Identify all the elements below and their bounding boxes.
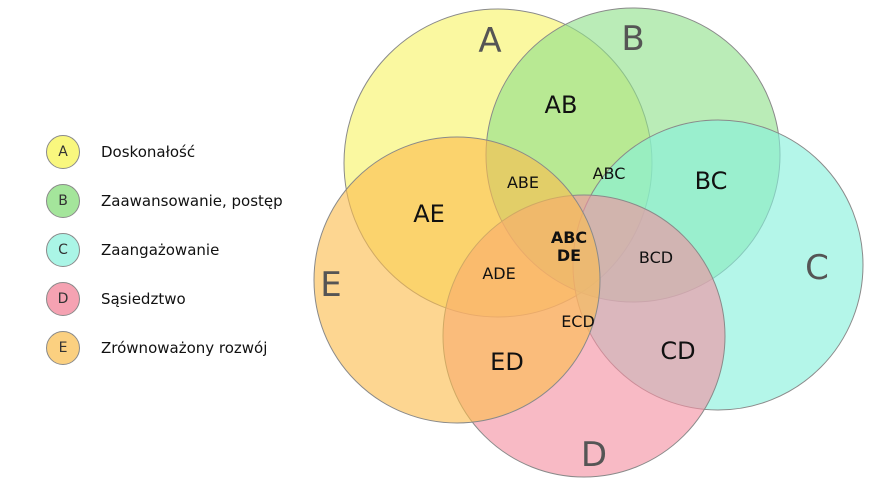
legend-label-b: Zaawansowanie, postęp xyxy=(101,192,283,210)
region-ade: ADE xyxy=(482,264,515,283)
legend-badge-d: D xyxy=(46,282,80,316)
region-ab: AB xyxy=(545,91,578,119)
legend-item-a: A Doskonałość xyxy=(46,133,283,171)
legend-label-a: Doskonałość xyxy=(101,143,196,161)
legend-item-b: B Zaawansowanie, postęp xyxy=(46,182,283,220)
legend-label-d: Sąsiedztwo xyxy=(101,290,186,308)
region-bc: BC xyxy=(695,167,728,195)
region-ecd: ECD xyxy=(561,312,595,331)
region-abe: ABE xyxy=(507,173,539,192)
circle-e xyxy=(313,136,601,424)
region-ae: AE xyxy=(413,200,445,228)
legend-item-c: C Zaangażowanie xyxy=(46,231,283,269)
set-label-b: B xyxy=(621,19,644,59)
set-label-c: C xyxy=(805,248,829,288)
set-label-a: A xyxy=(478,21,501,61)
region-abcde-line1: ABC xyxy=(551,228,587,247)
legend-item-d: D Sąsiedztwo xyxy=(46,280,283,318)
legend: A Doskonałość B Zaawansowanie, postęp C … xyxy=(46,133,283,378)
legend-badge-b: B xyxy=(46,184,80,218)
legend-badge-e: E xyxy=(46,331,80,365)
legend-item-e: E Zrównoważony rozwój xyxy=(46,329,283,367)
legend-badge-a: A xyxy=(46,135,80,169)
legend-label-c: Zaangażowanie xyxy=(101,241,220,259)
region-bcd: BCD xyxy=(639,248,673,267)
region-cd: CD xyxy=(660,337,695,365)
legend-label-e: Zrównoważony rozwój xyxy=(101,339,268,357)
set-label-d: D xyxy=(581,435,607,475)
legend-badge-c: C xyxy=(46,233,80,267)
region-abc: ABC xyxy=(593,164,626,183)
region-abcde-line2: DE xyxy=(557,246,581,265)
region-ed: ED xyxy=(490,348,524,376)
venn-circles xyxy=(313,7,864,478)
set-label-e: E xyxy=(320,265,341,305)
